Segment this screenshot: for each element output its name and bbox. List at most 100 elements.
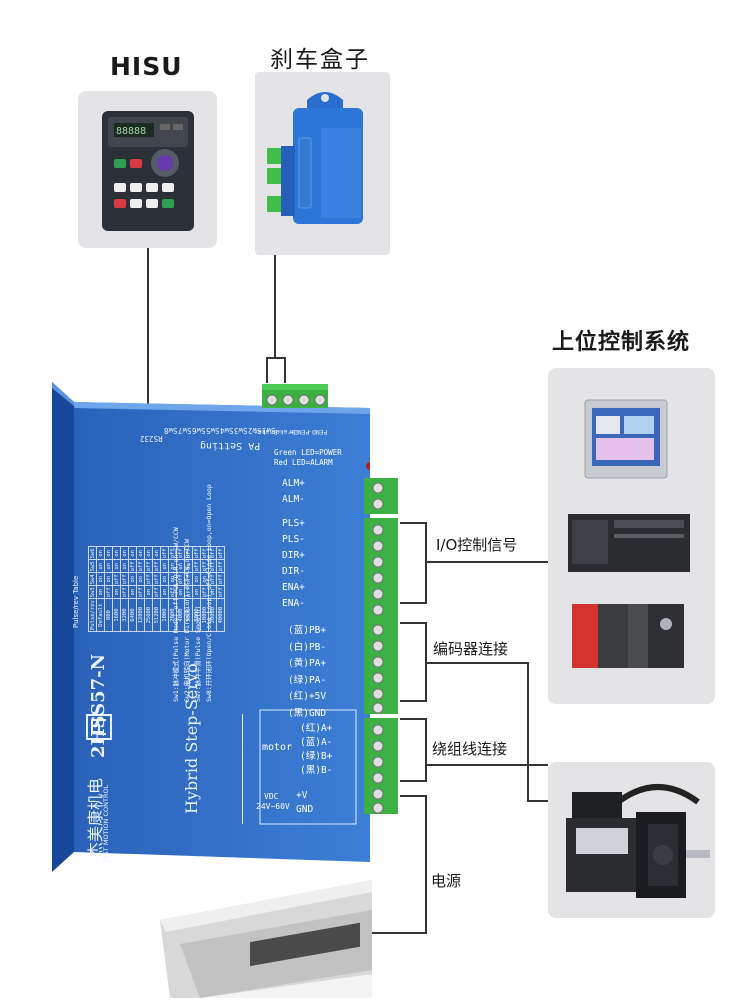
brake-cable bbox=[274, 255, 276, 358]
table-cell: on bbox=[104, 546, 113, 560]
power-bracket-v bbox=[425, 795, 427, 933]
brake-box-image bbox=[267, 92, 363, 224]
switch-label: Sw4 bbox=[220, 426, 234, 435]
alarm-terminal-label: ALM- bbox=[282, 494, 305, 505]
enc-to-motor-h2 bbox=[527, 800, 548, 802]
table-cell: on bbox=[120, 559, 129, 573]
table-cell: on bbox=[144, 585, 153, 599]
table-cell: on bbox=[136, 546, 145, 560]
table-cell: off bbox=[144, 572, 153, 586]
led-green-label: Green LED=POWER bbox=[274, 448, 342, 457]
table-cell: off bbox=[160, 546, 169, 560]
table-cell: Sw3 bbox=[88, 585, 97, 599]
hisu-label: HISU bbox=[110, 52, 183, 81]
led-red-label: Red LED=ALARM bbox=[274, 458, 333, 467]
io-bracket-top bbox=[400, 522, 427, 524]
table-cell: off bbox=[120, 572, 129, 586]
table-cell: 25600 bbox=[144, 598, 153, 632]
table-cell: on bbox=[136, 572, 145, 586]
table-cell: on bbox=[96, 585, 105, 599]
table-cell: on bbox=[160, 572, 169, 586]
table-cell: on bbox=[112, 585, 121, 599]
table-cell: 1000 bbox=[160, 598, 169, 632]
servo-motor-image bbox=[566, 784, 710, 898]
driver-body bbox=[52, 382, 370, 872]
encoder-label: 编码器连接 bbox=[433, 640, 509, 658]
power-label: 电源 bbox=[431, 872, 462, 890]
power-to-psu bbox=[372, 932, 427, 934]
hisu-keypad-image: 88888 bbox=[102, 111, 194, 231]
brake-cable-h bbox=[266, 357, 286, 359]
motor-label: motor bbox=[262, 742, 293, 753]
table-cell: 12800 bbox=[136, 598, 145, 632]
brand-en: JUST MOTION CONTROL bbox=[102, 784, 110, 862]
signal-terminal-label: ENA- bbox=[282, 598, 305, 609]
switch-note: Sw2:电机转向(Motor Direction),off=CW,on=CCW bbox=[183, 539, 191, 702]
table-cell: on bbox=[104, 572, 113, 586]
table-cell: on bbox=[128, 572, 137, 586]
table-cell: off bbox=[136, 559, 145, 573]
table-cell: off bbox=[152, 585, 161, 599]
rs232-label: RS232 bbox=[140, 434, 163, 443]
enc-bracket-top bbox=[400, 622, 427, 624]
wind-bracket-top bbox=[400, 718, 427, 720]
brake-cable-r bbox=[284, 357, 286, 383]
signal-terminal-label: PLS- bbox=[282, 534, 305, 545]
alarm-terminal-label: ALM+ bbox=[282, 478, 305, 489]
power-supply-image bbox=[160, 880, 372, 998]
enc-bracket-bot bbox=[400, 700, 427, 702]
power-terminal-label: GND bbox=[296, 804, 314, 815]
brake-pin-label: PEND+ bbox=[290, 428, 310, 436]
enc-to-motor-h bbox=[425, 662, 529, 664]
table-cell: 1600 bbox=[112, 598, 121, 632]
motor-terminal-label: (黑)B- bbox=[300, 765, 333, 776]
table-cell: off bbox=[136, 585, 145, 599]
table-cell: on bbox=[160, 559, 169, 573]
io-bracket-bot bbox=[400, 602, 427, 604]
switch-note: Sw7:脉冲平滑(Pulse Smooth) bbox=[194, 605, 202, 702]
brand-logo-icon bbox=[86, 714, 112, 740]
table-cell: on bbox=[152, 546, 161, 560]
table-cell: on bbox=[96, 546, 105, 560]
encoder-terminal-label: (白)PB- bbox=[288, 641, 327, 653]
table-cell: on bbox=[96, 559, 105, 573]
table-cell: off bbox=[152, 572, 161, 586]
io-bracket-v bbox=[425, 522, 427, 604]
brake-pin-labels: Brake+Brake-PEND+PEND- bbox=[254, 428, 334, 442]
wind-bracket-v bbox=[425, 718, 427, 782]
encoder-terminal-label: (绿)PA- bbox=[288, 674, 327, 686]
switch-label: Sw3 bbox=[234, 426, 248, 435]
enc-to-motor-v bbox=[527, 662, 529, 802]
table-cell: Sw5 bbox=[88, 559, 97, 573]
table-cell: 6400 bbox=[128, 598, 137, 632]
table-cell: off bbox=[144, 559, 153, 573]
table-cell: on bbox=[128, 546, 137, 560]
brake-pin-label: PEND- bbox=[308, 428, 328, 436]
brake-terminal-block bbox=[262, 384, 328, 408]
table-cell: 51200 bbox=[152, 598, 161, 632]
switch-label: Sw7 bbox=[178, 426, 192, 435]
vdc-label: VDC bbox=[264, 792, 279, 801]
hisu-display-text: 88888 bbox=[116, 126, 146, 137]
table-cell: 3200 bbox=[120, 598, 129, 632]
hisu-card: 88888 bbox=[78, 91, 217, 248]
motor-terminal-label: (蓝)A- bbox=[300, 737, 333, 748]
signal-terminal-label: PLS+ bbox=[282, 518, 305, 529]
table-cell: on bbox=[144, 546, 153, 560]
table-cell: on bbox=[128, 585, 137, 599]
table-cell: off bbox=[112, 572, 121, 586]
motor-terminal-label: (红)A+ bbox=[300, 723, 333, 734]
encoder-terminal-label: (黑)GND bbox=[288, 707, 327, 719]
vdc-range-label: 24V~60V bbox=[256, 802, 290, 811]
pa-setting-label: PA Setting bbox=[200, 440, 261, 451]
